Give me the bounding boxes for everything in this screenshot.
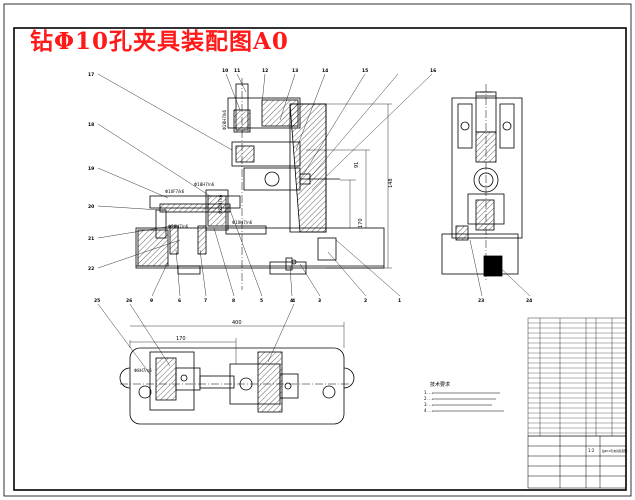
workpiece [243, 167, 301, 191]
notes-heading: 技术要求 [430, 381, 450, 388]
leader-lines-top [225, 73, 433, 191]
dim-height-91: 91 [354, 162, 360, 168]
top-base-plate [129, 347, 345, 425]
balloon: 14 [322, 68, 328, 74]
top-view [119, 322, 355, 425]
balloon: 16 [430, 68, 436, 74]
dim-inner-width: 170 [176, 336, 186, 342]
parts-list [527, 317, 627, 437]
fit-annotation: Φ10F7/k6 [165, 189, 185, 194]
outer-border [3, 3, 632, 497]
balloon: 9 [150, 298, 153, 304]
fit-annotation: Φ28H7/n6 [168, 224, 189, 229]
notes-text-lines [432, 392, 504, 412]
balloon: 23 [478, 298, 484, 304]
top-arm [227, 97, 301, 129]
front-view [135, 78, 392, 290]
technical-notes: 技术要求 1. ... 2. ... 3. ... 4. ... [424, 381, 504, 413]
dim-overall-height: 148 [388, 178, 394, 188]
fit-annotation: Φ10H7/n6 [232, 220, 253, 225]
notes-item: 4. ... [424, 408, 433, 413]
balloon: 20 [88, 204, 94, 210]
balloon: 26 [126, 298, 132, 304]
title-block [527, 435, 627, 489]
fit-annotation: Φ18H7/n6 [194, 182, 215, 187]
notes-item: 2. ... [424, 396, 433, 401]
parts-list-fill [542, 320, 556, 432]
top-leaders [97, 303, 295, 375]
side-leaders [469, 239, 531, 297]
balloon: 6 [178, 298, 181, 304]
leader-lines-left [97, 73, 233, 269]
balloon: 17 [88, 72, 94, 78]
balloon: 15 [362, 68, 368, 74]
balloon: 10 [222, 68, 228, 74]
side-base [441, 233, 519, 275]
balloon: 7 [204, 298, 207, 304]
balloon: 25 [94, 298, 100, 304]
fit-annotation: Φ8H7/n6 [134, 368, 152, 373]
balloon: 2 [364, 298, 367, 304]
balloon: 13 [292, 68, 298, 74]
balloon: 21 [88, 236, 94, 242]
drawing-title: 钻Φ10孔夹具装配图A0 [30, 28, 289, 55]
notes-item: 1. ... [424, 390, 433, 395]
title-block-name: 钻Φ10孔夹具装配图 [602, 449, 628, 453]
balloon: 8 [232, 298, 235, 304]
clamp-holder [231, 141, 301, 167]
balloon: 18 [88, 122, 94, 128]
leader-lines-bottom [151, 209, 401, 297]
dim-height-170: 170 [358, 218, 364, 228]
balloon: 12 [262, 68, 268, 74]
balloon: 11 [234, 68, 240, 74]
dim-overall-width: 400 [232, 320, 242, 326]
fit-annotation: Φ28H7/k6 [222, 110, 227, 130]
balloon: 4 [290, 298, 293, 304]
balloon: 4 [292, 298, 295, 304]
side-column [451, 97, 523, 239]
top-clamp-block [149, 351, 195, 411]
balloon: 1 [398, 298, 401, 304]
balloon: 22 [88, 266, 94, 272]
balloon: 24 [526, 298, 532, 304]
notes-item: 3. ... [424, 402, 433, 407]
base-plate [135, 227, 385, 269]
inner-frame [13, 27, 627, 491]
balloon: 19 [88, 166, 94, 172]
balloon: 5 [260, 298, 263, 304]
balloon: 3 [318, 298, 321, 304]
side-view [441, 84, 523, 280]
fit-annotation: Φ22H7/r6 [218, 194, 223, 214]
positioning-block [205, 189, 229, 231]
base-plate-section [137, 229, 169, 267]
title-block-scale: 1:2 [588, 448, 595, 453]
